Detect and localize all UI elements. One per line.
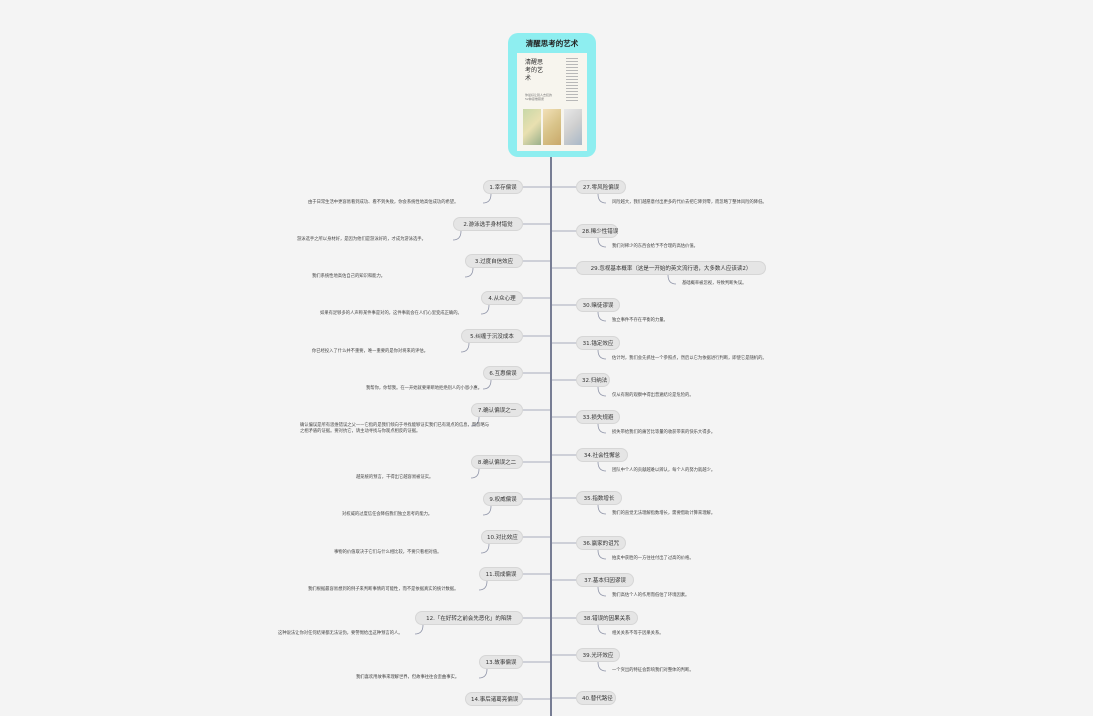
branch-node-left[interactable]: 3.过度自信效应	[465, 254, 523, 268]
branch-node-right[interactable]: 29.忽视基本概率（这是一开始的英文流行语，大多数人应该读2）	[576, 261, 766, 275]
branch-description-left: 对权威的过度信任会降低我们独立思考的能力。	[342, 512, 433, 517]
branch-description-left: 事物的价值取决于它们与什么相比较，不要只看相对值。	[334, 550, 442, 555]
connector	[597, 549, 607, 560]
branch-node-right[interactable]: 38.错误的因果关系	[576, 611, 638, 625]
branch-node-right[interactable]: 33.损失规避	[576, 410, 620, 424]
branch-description-left: 你已经投入了什么并不重要，唯一重要的是你对将来的评估。	[312, 349, 429, 354]
branch-description-left: 我们根据最容易想到的例子来判断事情的可能性，而不是依据真实的统计数据。	[308, 587, 459, 592]
branch-description-right: 仅从有限的观察中得出普遍结论是危险的。	[612, 393, 694, 398]
branch-description-right: 拍卖中获胜的一方往往付出了过高的价格。	[612, 556, 694, 561]
branch-node-left[interactable]: 9.权威偏误	[483, 492, 523, 506]
branch-description-right: 损失带给我们的痛苦比等量的收获带来的快乐大得多。	[612, 430, 716, 435]
connector	[597, 624, 607, 635]
connector	[478, 580, 488, 591]
branch-description-left: 越笼统的预言，干得出它越容易被证实。	[356, 475, 434, 480]
cover-photo-2	[543, 109, 561, 145]
branch-description-right: 独立事件不存在平衡的力量。	[612, 318, 668, 323]
connector	[482, 379, 492, 390]
connector	[478, 668, 488, 679]
branch-node-right[interactable]: 37.基本归因谬误	[576, 573, 634, 587]
connector	[597, 504, 607, 515]
branch-description-right: 我们对稀少的东西会给予不合理的高估价值。	[612, 244, 698, 249]
branch-description-right: 我们的直觉无法理解指数增长，需要借助计算来理解。	[612, 511, 716, 516]
branch-node-left[interactable]: 5.纠缠于沉没成本	[461, 329, 523, 343]
branch-node-left[interactable]: 14.事后诸葛亮偏误	[465, 692, 523, 706]
branch-node-right[interactable]: 40.替代路径	[576, 691, 616, 705]
connector	[452, 230, 462, 241]
branch-node-right[interactable]: 34.社会性懈怠	[576, 448, 628, 462]
branch-description-right: 估计时，我们会先抓住一个参照点，然后以它为依据进行判断，即使它是随机的。	[612, 356, 767, 361]
branch-node-left[interactable]: 10.对比效应	[481, 530, 523, 544]
branch-node-left[interactable]: 2.游泳选手身材错觉	[453, 217, 523, 231]
branch-node-right[interactable]: 36.赢家的诅咒	[576, 536, 626, 550]
cover-photo-1	[523, 109, 541, 145]
connector	[480, 304, 490, 315]
branch-node-right[interactable]: 32.归纳法	[576, 373, 610, 387]
connector	[667, 274, 677, 285]
branch-node-right[interactable]: 27.零风险偏误	[576, 180, 626, 194]
connector	[480, 543, 490, 554]
connector	[597, 661, 607, 672]
branch-description-left: 如果有足够多的人声称某件事是对的，这件事就会在人们心里变成正确的。	[320, 311, 462, 316]
branch-description-right: 我们高估个人的作用而低估了环境因素。	[612, 593, 690, 598]
connector	[597, 193, 607, 204]
branch-description-left: 确认偏误是所有思维错误之父——它指的是我们倾向于寻找能够证实我们已有观点的信息，…	[300, 423, 490, 434]
branch-node-right[interactable]: 30.赌徒谬误	[576, 298, 620, 312]
root-node[interactable]: 清醒思考的艺术 清醒思考的艺术 你最好让别人去犯的52种思维错误	[508, 33, 596, 157]
branch-description-right: 风险越大，我们越愿意付出更多的代价去把它降到零，而忽略了整体风险的降低。	[612, 200, 767, 205]
cover-photo-3	[564, 109, 582, 145]
branch-node-right[interactable]: 31.锚定效应	[576, 336, 620, 350]
connector	[482, 505, 492, 516]
branch-node-right[interactable]: 35.指数增长	[576, 491, 622, 505]
cover-text-strip	[566, 58, 578, 102]
connector	[482, 193, 492, 204]
connector	[597, 423, 607, 434]
branch-description-right: 基础概率被忽视，导致判断失误。	[682, 281, 747, 286]
branch-description-left: 这种说法让你对任何结果都无法证伪，要警惕给出这种预言的人。	[278, 631, 403, 636]
cover-subtitle: 你最好让别人去犯的52种思维错误	[525, 93, 553, 101]
connector	[597, 311, 607, 322]
connector	[470, 416, 480, 427]
branch-node-left[interactable]: 1.幸存偏误	[483, 180, 523, 194]
connector	[470, 468, 480, 479]
branch-node-left[interactable]: 11.现成偏误	[479, 567, 523, 581]
branch-description-left: 我们喜欢用故事来理解世界，但故事往往会歪曲事实。	[356, 675, 460, 680]
branch-node-left[interactable]: 8.确认偏误之二	[471, 455, 523, 469]
connector	[464, 267, 474, 278]
branch-description-left: 我们系统性地高估自己的知识和能力。	[312, 274, 386, 279]
connector	[597, 586, 607, 597]
cover-title: 清醒思考的艺术	[525, 59, 544, 82]
branch-description-left: 游泳选手之所以身材好，是因为他们是游泳好的，才成为游泳选手。	[297, 237, 426, 242]
book-cover-image: 清醒思考的艺术 你最好让别人去犯的52种思维错误	[517, 53, 587, 151]
branch-node-right[interactable]: 28.稀少性错误	[576, 224, 618, 238]
branch-description-right: 相关关系不等于因果关系。	[612, 631, 664, 636]
connector	[414, 624, 424, 635]
branch-node-left[interactable]: 7.确认偏误之一	[471, 403, 523, 417]
connector	[597, 349, 607, 360]
connector	[460, 342, 470, 353]
connector	[597, 461, 607, 472]
root-title: 清醒思考的艺术	[525, 39, 579, 48]
branch-node-left[interactable]: 6.互惠偏误	[483, 366, 523, 380]
branch-description-right: 一个突出的特征会影响我们对整体的判断。	[612, 668, 694, 673]
main-spine	[550, 157, 552, 716]
connector	[597, 386, 607, 397]
branch-node-left[interactable]: 12.「在好转之前会先恶化」的陷阱	[415, 611, 523, 625]
branch-description-right: 团队中个人的贡献越难以辨认，每个人的努力就越少。	[612, 468, 716, 473]
branch-description-left: 我帮你，你帮我。在一开始就要果断地拒绝别人的小恩小惠。	[366, 386, 483, 391]
branch-node-left[interactable]: 13.故事偏误	[479, 655, 523, 669]
branch-node-left[interactable]: 4.从众心理	[481, 291, 523, 305]
branch-node-right[interactable]: 39.光环效应	[576, 648, 620, 662]
branch-description-left: 由于日常生活中更容易看到成功、看不到失败，你会系统性地高估成功的希望。	[308, 200, 459, 205]
connector	[597, 237, 607, 248]
